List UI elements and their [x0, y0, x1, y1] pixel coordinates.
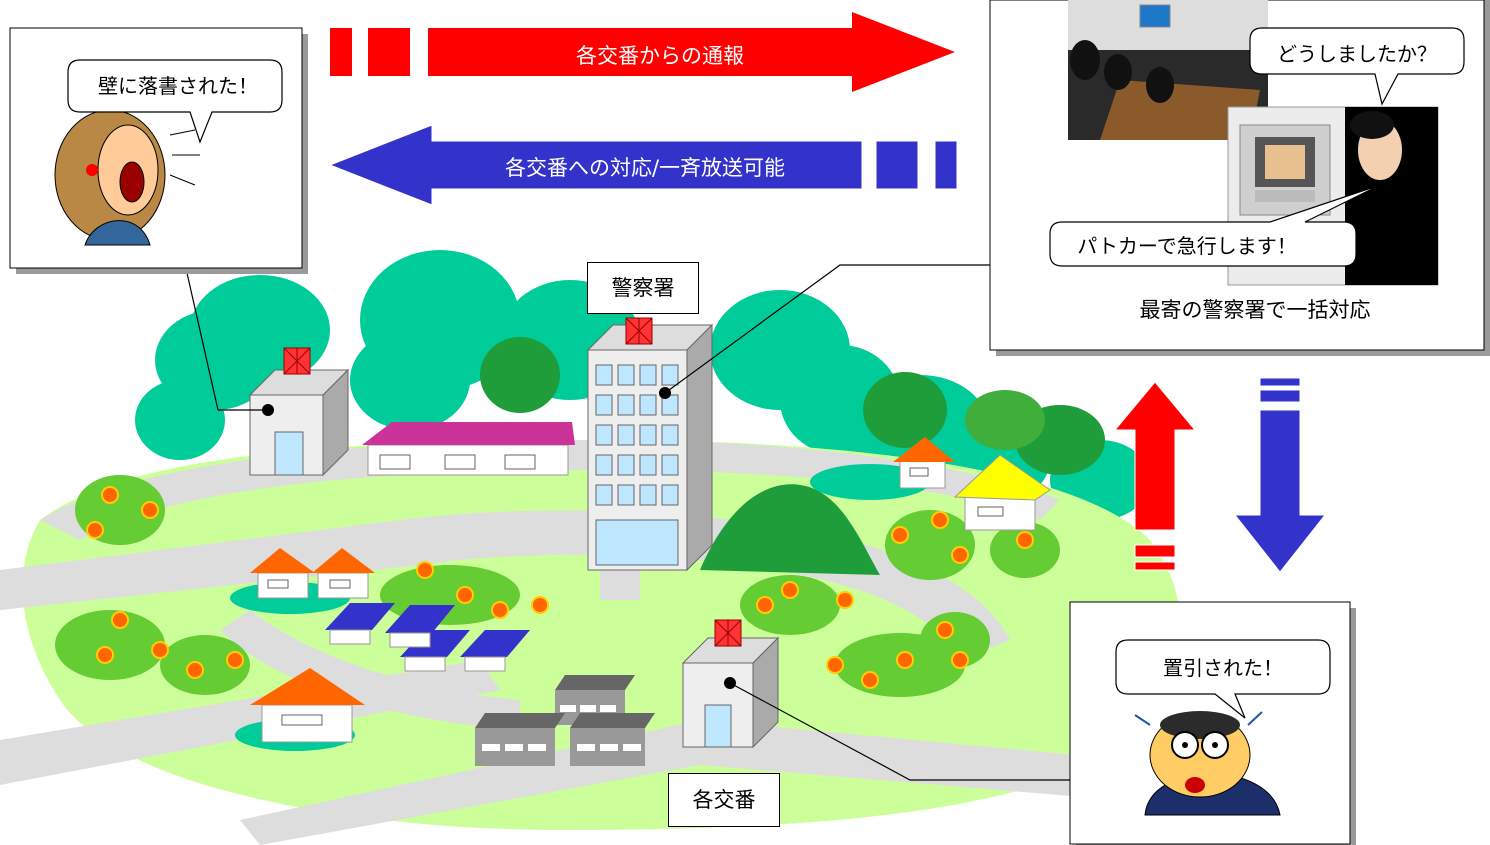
houses [250, 422, 1051, 766]
koban-building-left [248, 347, 350, 477]
report-arrow [330, 12, 955, 92]
graffiti-callout-text: 壁に落書された！ [98, 74, 258, 98]
orange-shrubs [55, 475, 1060, 697]
patrol-car-bubble [1049, 184, 1381, 267]
snatched-bubble [1115, 639, 1331, 719]
report-arrow-label: 各交番からの通報 [576, 44, 744, 68]
hill [700, 484, 880, 575]
police-station-label: 警察署 [587, 262, 699, 314]
koban-label: 各交番 [668, 773, 780, 827]
response-arrow-label: 各交番への対応/一斉放送可能 [504, 156, 786, 180]
police-station-building [586, 317, 714, 572]
background-trees [135, 250, 1150, 520]
snatched-box [1069, 601, 1356, 845]
koban-building-center [681, 619, 780, 749]
what-happened-bubble [1249, 27, 1465, 106]
upward-red-arrow [1113, 381, 1197, 571]
patrol-car-callout-text: パトカーで急行します！ [1077, 234, 1297, 258]
what-happened-callout-text: どうしましたか？ [1277, 42, 1437, 66]
station-caption: 最寄の警察署で一括対応 [1139, 298, 1371, 322]
downward-blue-arrow [1233, 377, 1327, 573]
station-box [989, 0, 1490, 356]
response-arrow [328, 124, 958, 206]
graffiti-bubble [67, 59, 283, 144]
connector-lines [174, 219, 1115, 781]
connector-dots [262, 387, 736, 689]
snatched-callout-text: 置引された！ [1163, 656, 1283, 680]
